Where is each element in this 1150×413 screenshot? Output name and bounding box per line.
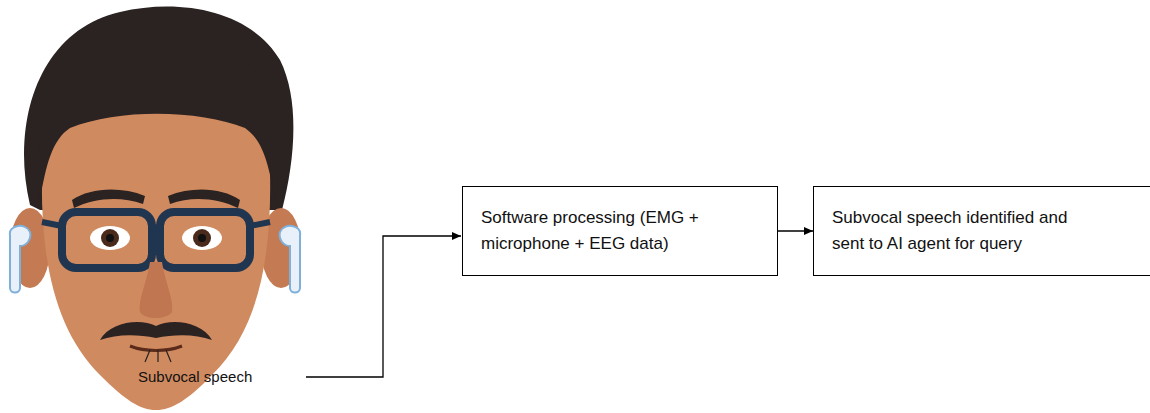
box-label: Software processing (EMG + microphone + …: [481, 205, 721, 257]
process-box: Subvocal speech identified and sent to A…: [813, 186, 1150, 276]
part-label: Subvocal speech: [138, 368, 252, 385]
flow-arrow: [778, 230, 813, 231]
process-box: Software processing (EMG + microphone + …: [462, 186, 778, 276]
box-label: Subvocal speech identified and sent to A…: [832, 205, 1094, 257]
